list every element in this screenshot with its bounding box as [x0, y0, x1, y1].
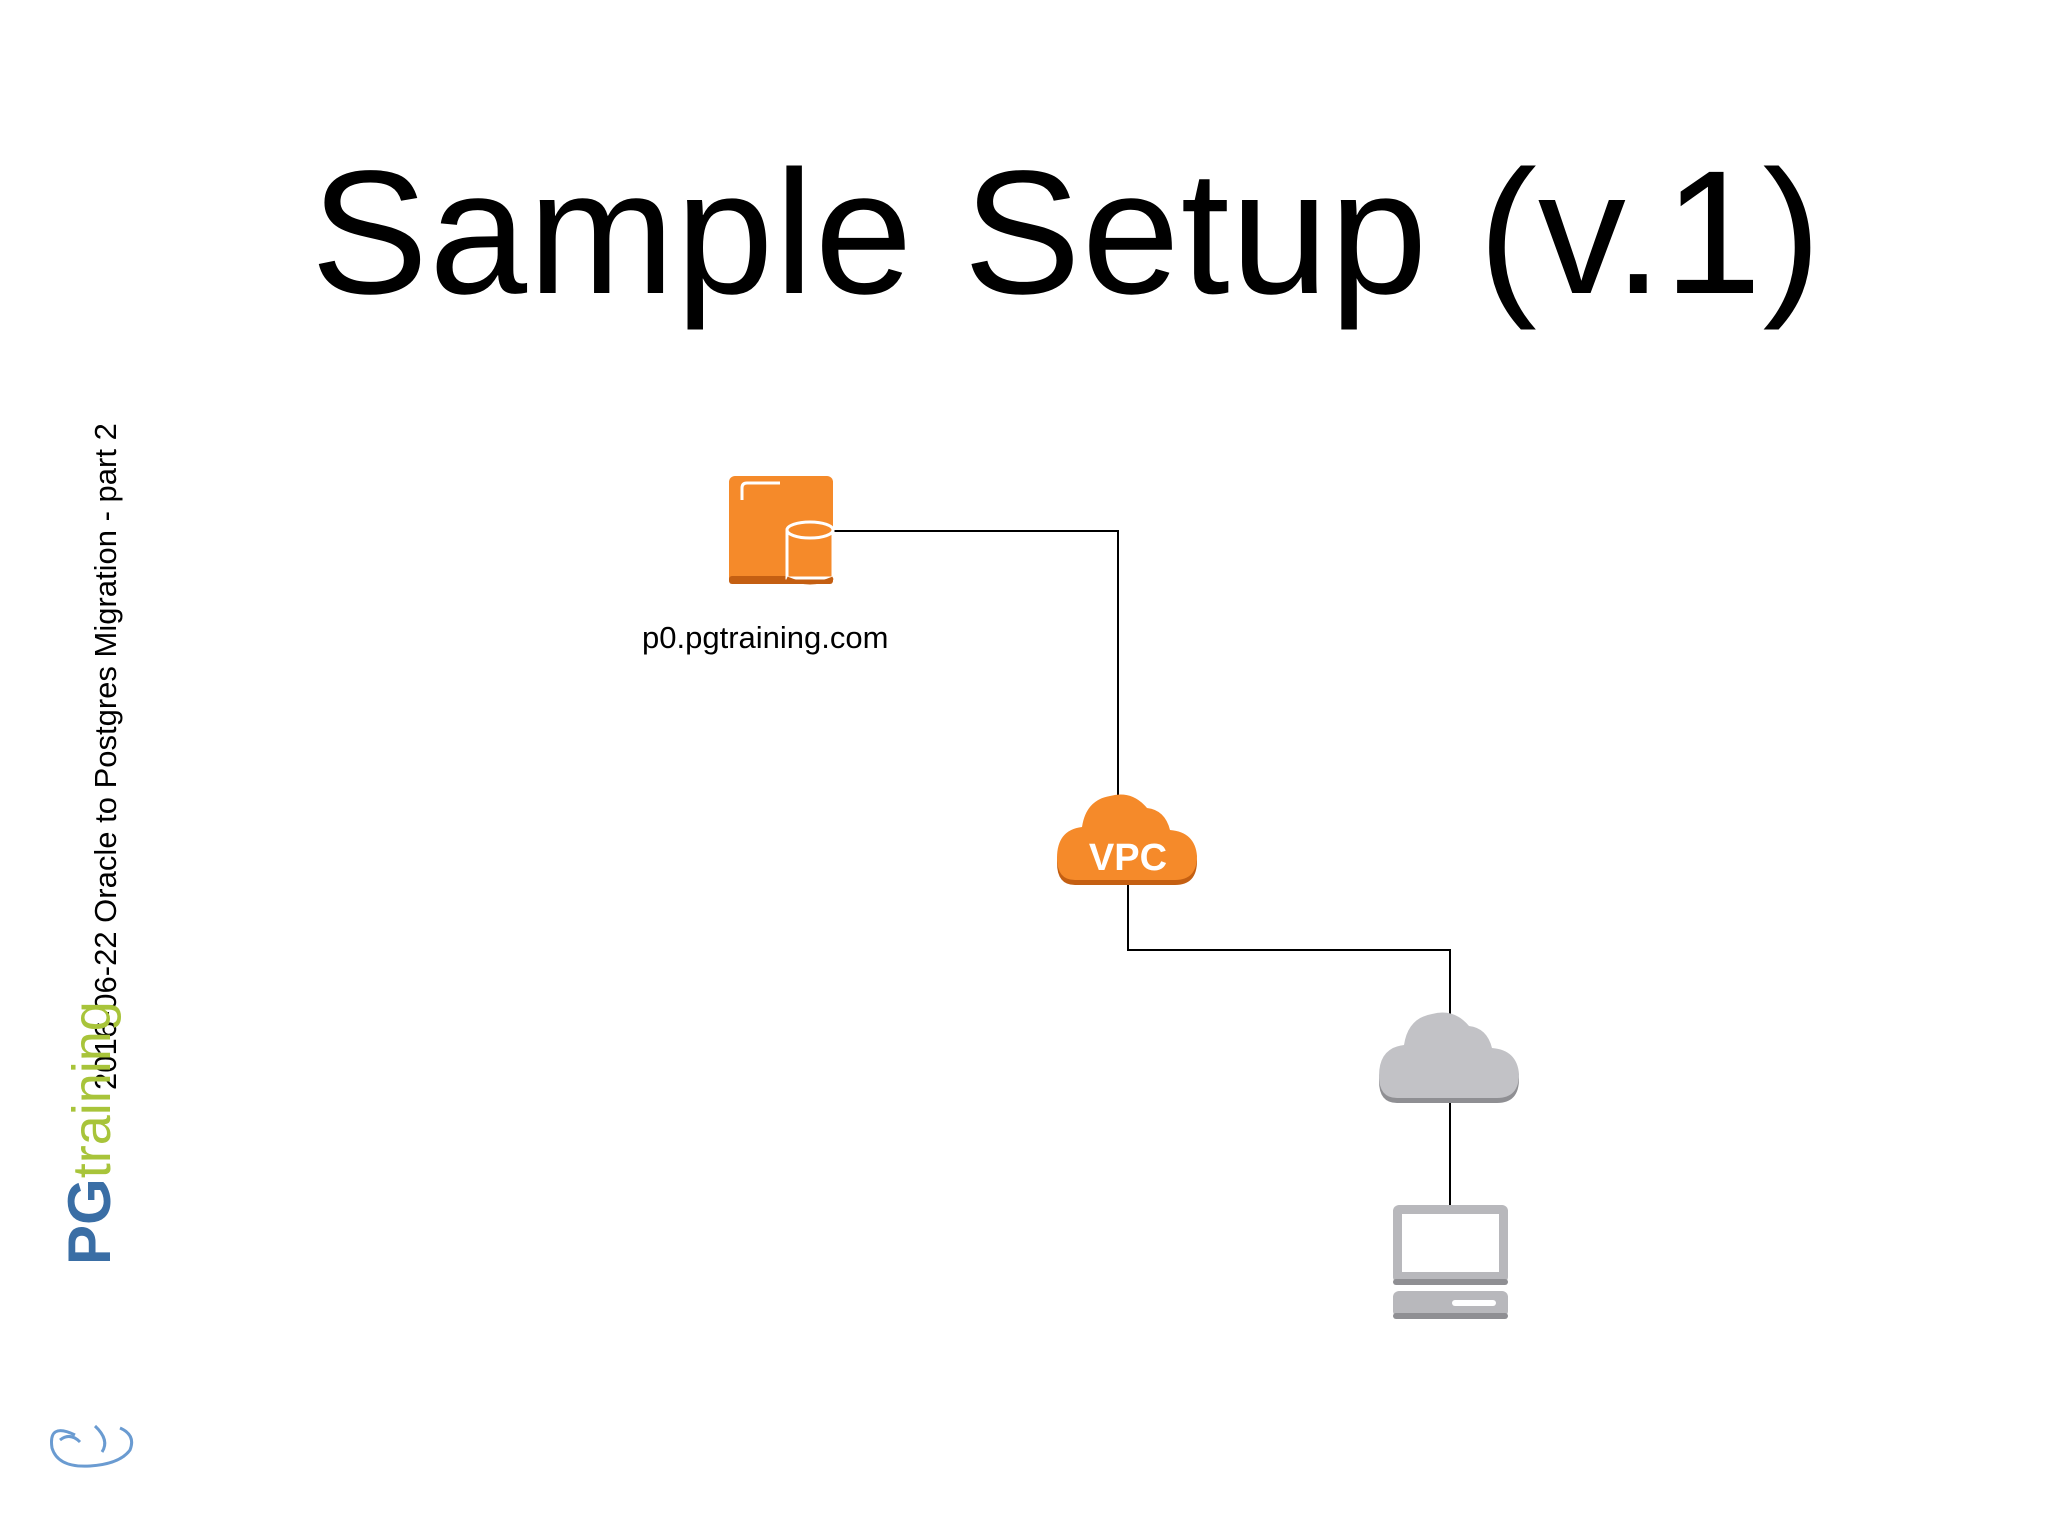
vpc-label: VPC: [1089, 837, 1167, 879]
internet-cloud-icon: [1379, 1012, 1519, 1103]
connector-vpc-to-internet: [1127, 885, 1451, 1015]
connector-db-to-vpc: [832, 530, 1119, 800]
connectors: [832, 530, 1451, 1205]
vpc-cloud-icon: VPC: [1057, 794, 1197, 885]
database-server-icon: [729, 476, 835, 585]
db-node-label: p0.pgtraining.com: [642, 620, 889, 655]
laptop-icon: [1393, 1205, 1508, 1319]
pgtraining-elephant-icon: [49, 1424, 134, 1468]
logo-training-text: training: [62, 1001, 122, 1179]
pgtraining-logo: PGtraining: [56, 1001, 123, 1265]
logo-pg-text: PG: [56, 1178, 123, 1265]
slide-title: Sample Setup (v.1): [310, 135, 1823, 331]
